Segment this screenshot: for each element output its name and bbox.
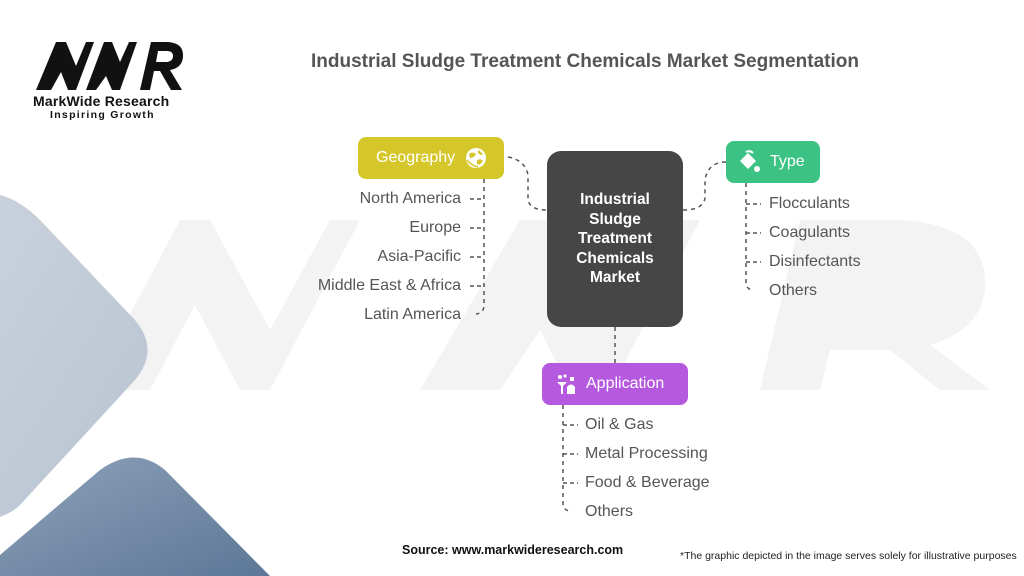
application-item: Food & Beverage bbox=[585, 474, 710, 491]
central-topic-box: Industrial Sludge Treatment Chemicals Ma… bbox=[547, 151, 683, 327]
logo-company-name: MarkWide Research bbox=[33, 93, 170, 109]
paint-bucket-icon bbox=[736, 149, 762, 175]
type-item: Coagulants bbox=[769, 224, 850, 241]
geography-item: Middle East & Africa bbox=[317, 277, 461, 294]
segment-type-label: Type bbox=[770, 153, 805, 170]
geography-item: Asia-Pacific bbox=[377, 248, 461, 265]
logo-tagline: Inspiring Growth bbox=[50, 109, 155, 121]
application-item: Others bbox=[585, 503, 634, 520]
geography-item: Latin America bbox=[364, 306, 461, 323]
segment-application-label: Application bbox=[586, 375, 665, 392]
type-item: Flocculants bbox=[769, 195, 850, 212]
type-item: Others bbox=[769, 282, 818, 299]
page-title: Industrial Sludge Treatment Chemicals Ma… bbox=[311, 51, 859, 72]
watermark-logo bbox=[90, 220, 990, 390]
application-item: Oil & Gas bbox=[585, 416, 654, 433]
globe-icon bbox=[463, 145, 489, 171]
source-credit: Source: www.markwideresearch.com bbox=[402, 543, 624, 557]
industry-application-icon bbox=[554, 371, 580, 397]
application-item: Metal Processing bbox=[585, 445, 708, 462]
segment-type-pill: Type bbox=[726, 141, 820, 183]
segment-geography-label: Geography bbox=[376, 149, 456, 166]
central-topic-label: Industrial Sludge Treatment Chemicals Ma… bbox=[576, 191, 654, 287]
bg-shape-light bbox=[0, 195, 148, 517]
company-logo: MarkWide Research Inspiring Growth bbox=[30, 40, 190, 122]
segment-application-pill: Application bbox=[542, 363, 688, 405]
disclaimer-note: *The graphic depicted in the image serve… bbox=[680, 550, 1017, 562]
mwr-logo-mark bbox=[36, 42, 184, 90]
type-item: Disinfectants bbox=[769, 253, 861, 270]
segment-geography-pill: Geography bbox=[358, 137, 504, 179]
geography-item: Europe bbox=[409, 219, 461, 236]
geography-item: North America bbox=[359, 190, 461, 207]
bg-shape-dark bbox=[0, 457, 270, 576]
